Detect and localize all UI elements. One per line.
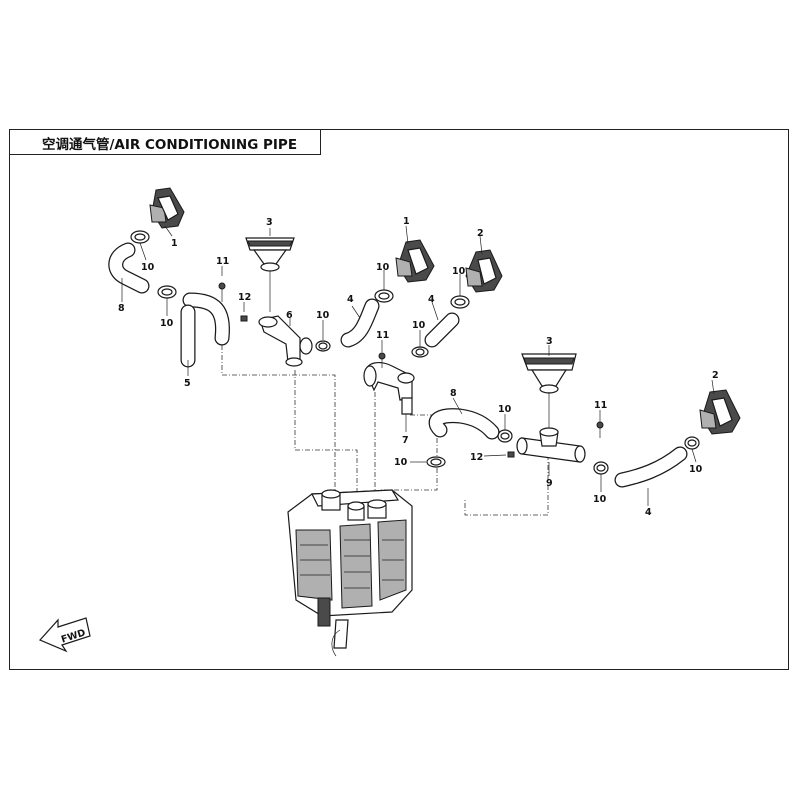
sheet-border (9, 129, 789, 670)
callout-labels: 1 1 2 2 3 3 4 4 4 5 6 7 8 8 9 10 10 10 1… (118, 216, 719, 518)
callout-7: 7 (402, 435, 409, 446)
hvac-unit (287, 489, 413, 657)
vent-outlet-2-center (465, 249, 503, 293)
callout-6: 6 (286, 310, 293, 321)
callout-3: 3 (266, 217, 273, 228)
hose-4-center (424, 312, 460, 348)
callout-9: 9 (546, 478, 553, 489)
hose-4-right (614, 446, 688, 488)
callout-10: 10 (689, 464, 703, 475)
leader-lines (121, 225, 715, 506)
clips-12 (240, 315, 515, 458)
callout-4: 4 (645, 507, 652, 518)
callout-10: 10 (160, 318, 174, 329)
y-connector-6 (258, 315, 313, 367)
callout-5: 5 (184, 378, 191, 389)
callout-10: 10 (316, 310, 330, 321)
hose-8-left (108, 242, 150, 294)
fwd-arrow: FWD (38, 617, 91, 653)
callout-10: 10 (452, 266, 466, 277)
callout-8: 8 (118, 303, 125, 314)
callout-10: 10 (394, 457, 408, 468)
defrost-vent-3-right (521, 353, 577, 394)
callout-3: 3 (546, 336, 553, 347)
vent-outlet-2-right (699, 389, 741, 435)
callout-11: 11 (594, 400, 607, 411)
callout-4: 4 (428, 294, 435, 305)
callout-10: 10 (141, 262, 155, 273)
y-connector-7 (363, 362, 415, 415)
page-title: 空调通气管/AIR CONDITIONING PIPE (42, 137, 298, 153)
callout-10: 10 (498, 404, 512, 415)
title-box (9, 129, 321, 155)
callout-11: 11 (216, 256, 229, 267)
callout-2: 2 (477, 228, 484, 239)
callout-8: 8 (450, 388, 457, 399)
hose-5 (180, 292, 231, 368)
callout-10: 10 (376, 262, 390, 273)
callout-1: 1 (403, 216, 410, 227)
callout-4: 4 (347, 294, 354, 305)
callout-12: 12 (470, 452, 483, 463)
callout-1: 1 (171, 238, 178, 249)
callout-10: 10 (593, 494, 607, 505)
screws-11 (218, 282, 604, 438)
vent-outlet-1-center (395, 239, 435, 283)
vent-outlet-1-left (149, 187, 185, 229)
defrost-vent-3-left (245, 237, 295, 272)
callout-12: 12 (238, 292, 251, 303)
callout-2: 2 (712, 370, 719, 381)
routing-lines (221, 345, 549, 516)
hose-8-right (428, 408, 500, 440)
hose-4-left (340, 298, 380, 348)
callout-11: 11 (376, 330, 389, 341)
callout-10: 10 (412, 320, 426, 331)
tee-connector-9 (516, 427, 586, 463)
